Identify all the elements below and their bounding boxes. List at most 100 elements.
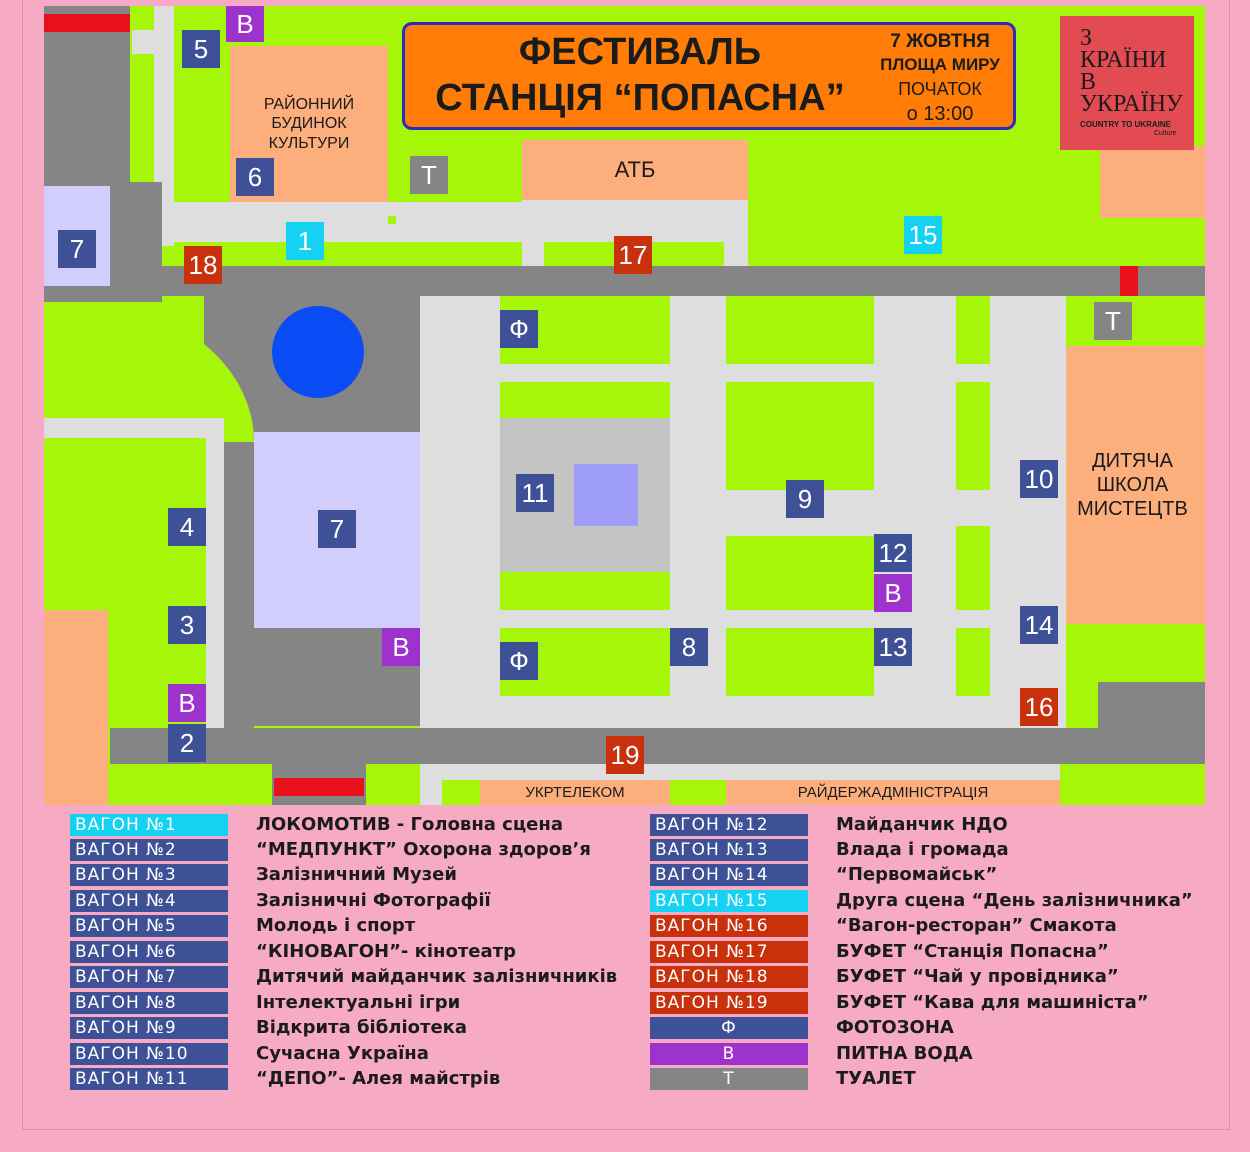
legend-swatch: ВАГОН №10 bbox=[70, 1043, 228, 1065]
legend-desc: “МЕДПУНКТ” Охорона здоров’я bbox=[256, 839, 591, 860]
plaza-grass-12 bbox=[956, 628, 990, 696]
logo-subtitle-2: Culture bbox=[1154, 130, 1177, 137]
legend-desc: “ДЕПО”- Алея майстрів bbox=[256, 1068, 501, 1089]
legend-swatch: ВАГОН №3 bbox=[70, 864, 228, 886]
barrier-top-left bbox=[44, 14, 130, 32]
legend-swatch: ВАГОН №6 bbox=[70, 941, 228, 963]
legend-swatch: ВАГОН №11 bbox=[70, 1068, 228, 1090]
legend-swatch: ВАГОН №7 bbox=[70, 966, 228, 988]
building-left-bottom bbox=[44, 610, 108, 805]
grass-bit-1 bbox=[388, 216, 396, 224]
bottom-grass-1 bbox=[442, 780, 480, 805]
logo-line-3: В bbox=[1080, 69, 1097, 95]
legend-swatch: ВАГОН №8 bbox=[70, 992, 228, 1014]
legend-desc: Інтелектуальні ігри bbox=[256, 992, 461, 1013]
legend-desc: Майданчик НДО bbox=[836, 814, 1008, 835]
marker-17[interactable]: 17 bbox=[614, 236, 652, 274]
plaza-grass-8 bbox=[726, 536, 874, 610]
art-school: ДИТЯЧА ШКОЛА МИСТЕЦТВ bbox=[1060, 346, 1205, 624]
plaza-grass-4 bbox=[500, 382, 670, 418]
marker-3[interactable]: 3 bbox=[168, 606, 206, 644]
festival-map: РАЙОННИЙ БУДИНОК КУЛЬТУРИ АТБ ДИТЯЧА ШКО… bbox=[44, 6, 1205, 805]
water-marker[interactable]: В bbox=[874, 574, 912, 612]
path-top bbox=[132, 30, 154, 54]
legend-swatch: В bbox=[650, 1043, 808, 1065]
marker-14[interactable]: 14 bbox=[1020, 606, 1058, 644]
legend-swatch: ВАГОН №12 bbox=[650, 814, 808, 836]
fountain bbox=[272, 306, 364, 398]
marker-10[interactable]: 10 bbox=[1020, 460, 1058, 498]
logo-line-1: З bbox=[1080, 25, 1093, 51]
legend-desc: Залізничний Музей bbox=[256, 864, 458, 885]
plaza-grass-6 bbox=[956, 382, 990, 490]
legend-swatch: Ф bbox=[650, 1017, 808, 1039]
marker-12[interactable]: 12 bbox=[874, 534, 912, 572]
legend: ВАГОН №1 ЛОКОМОТИВ - Головна сцена ВАГОН… bbox=[0, 810, 1250, 1090]
marker-6[interactable]: 6 bbox=[236, 158, 274, 196]
legend-desc: “Первомайськ” bbox=[836, 864, 998, 885]
road-left-lower bbox=[224, 406, 254, 736]
atb-store: АТБ bbox=[522, 140, 748, 200]
grass-strip-top bbox=[132, 6, 154, 30]
logo-line-2: КРАЇНИ bbox=[1080, 47, 1167, 73]
plaza-grass-7 bbox=[500, 572, 670, 610]
main-road-bottom bbox=[110, 728, 1205, 764]
ukrtelecom: УКРТЕЛЕКОМ bbox=[480, 780, 670, 805]
toilet-marker[interactable]: Т bbox=[410, 156, 448, 194]
title-line-2: СТАНЦІЯ “ПОПАСНА” bbox=[435, 77, 845, 119]
marker-1[interactable]: 1 bbox=[286, 222, 324, 260]
art-school-side bbox=[1060, 296, 1066, 728]
photo-marker[interactable]: Ф bbox=[500, 310, 538, 348]
legend-desc: ФОТОЗОНА bbox=[836, 1017, 954, 1038]
legend-swatch: ВАГОН №15 bbox=[650, 890, 808, 912]
legend-swatch: ВАГОН №19 bbox=[650, 992, 808, 1014]
marker-18[interactable]: 18 bbox=[184, 246, 222, 284]
photo-marker[interactable]: Ф bbox=[500, 642, 538, 680]
event-date: 7 ЖОВТНЯ bbox=[890, 31, 990, 52]
marker-11[interactable]: 11 bbox=[516, 474, 554, 512]
marker-7-left[interactable]: 7 bbox=[58, 230, 96, 268]
top-left-road bbox=[44, 6, 130, 186]
legend-desc: ТУАЛЕТ bbox=[836, 1068, 916, 1089]
event-start: ПОЧАТОК bbox=[898, 79, 982, 99]
plaza-grass-9 bbox=[956, 526, 990, 610]
legend-desc: ПИТНА ВОДА bbox=[836, 1043, 973, 1064]
marker-9[interactable]: 9 bbox=[786, 480, 824, 518]
marker-19[interactable]: 19 bbox=[606, 736, 644, 774]
legend-swatch: ВАГОН №16 bbox=[650, 915, 808, 937]
legend-swatch: ВАГОН №4 bbox=[70, 890, 228, 912]
page-frame bbox=[22, 0, 1230, 1130]
legend-desc: ЛОКОМОТИВ - Головна сцена bbox=[256, 814, 563, 835]
logo: З КРАЇНИ В УКРАЇНУ COUNTRY TO UKRAINE Cu… bbox=[1060, 16, 1194, 150]
logo-line-4: УКРАЇНУ bbox=[1080, 91, 1183, 117]
marker-2[interactable]: 2 bbox=[168, 724, 206, 762]
marker-16[interactable]: 16 bbox=[1020, 688, 1058, 726]
legend-swatch: ВАГОН №14 bbox=[650, 864, 808, 886]
path-left-vertical bbox=[206, 418, 224, 728]
marker-5[interactable]: 5 bbox=[182, 30, 220, 68]
event-place: ПЛОЩА МИРУ bbox=[880, 55, 1000, 74]
marker-4[interactable]: 4 bbox=[168, 508, 206, 546]
toilet-marker[interactable]: Т bbox=[1094, 302, 1132, 340]
district-admin: РАЙДЕРЖАДМІНІСТРАЦІЯ bbox=[726, 780, 1060, 805]
legend-desc: БУФЕТ “Кава для машиніста” bbox=[836, 992, 1149, 1013]
legend-swatch: ВАГОН №18 bbox=[650, 966, 808, 988]
bottom-grass-3 bbox=[1060, 764, 1205, 805]
water-marker[interactable]: В bbox=[382, 628, 420, 666]
marker-8[interactable]: 8 bbox=[670, 628, 708, 666]
legend-swatch: ВАГОН №9 bbox=[70, 1017, 228, 1039]
water-marker[interactable]: В bbox=[168, 684, 206, 722]
logo-subtitle: COUNTRY TO UKRAINE bbox=[1080, 120, 1171, 129]
marker-15[interactable]: 15 bbox=[904, 216, 942, 254]
barrier-right bbox=[1120, 266, 1138, 296]
path-left-bend bbox=[44, 418, 224, 438]
marker-7-center[interactable]: 7 bbox=[318, 510, 356, 548]
water-marker[interactable]: В bbox=[226, 6, 264, 42]
road-left-vertical bbox=[110, 182, 162, 302]
legend-desc: Молодь і спорт bbox=[256, 915, 416, 936]
plaza-grass-11 bbox=[726, 628, 874, 696]
marker-13[interactable]: 13 bbox=[874, 628, 912, 666]
legend-desc: БУФЕТ “Чай у провідника” bbox=[836, 966, 1119, 987]
legend-desc: Дитячий майданчик залізничників bbox=[256, 966, 618, 987]
legend-swatch: ВАГОН №2 bbox=[70, 839, 228, 861]
